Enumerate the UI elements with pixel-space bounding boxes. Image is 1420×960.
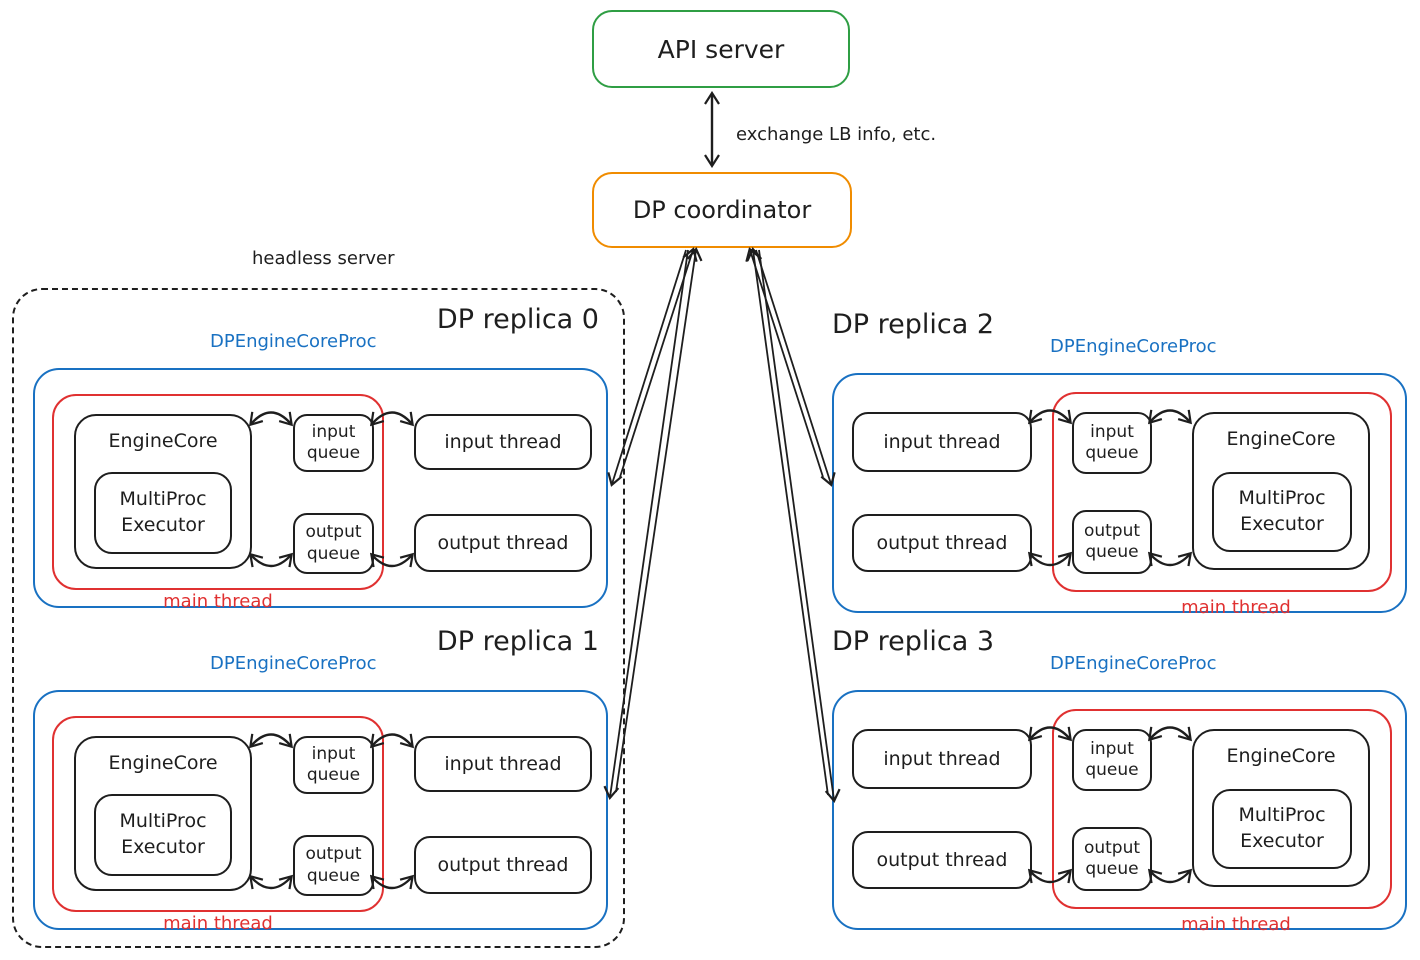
multiproc-executor-box: MultiProc Executor bbox=[94, 794, 232, 876]
input-queue-box: input queue bbox=[1072, 412, 1152, 474]
dp-engine-core-proc-label: DPEngineCoreProc bbox=[210, 331, 377, 352]
arrow-replica3-to-coord bbox=[753, 250, 829, 796]
main-thread-label: main thread bbox=[1181, 914, 1291, 935]
engine-core-label: EngineCore bbox=[108, 430, 218, 452]
engine-core-box: EngineCore MultiProc Executor bbox=[74, 736, 252, 891]
input-queue-box: input queue bbox=[1072, 729, 1152, 791]
main-thread-box bbox=[1052, 709, 1392, 909]
input-queue-box: input queue bbox=[293, 414, 374, 472]
output-thread-box: output thread bbox=[414, 514, 592, 572]
arrow-coord-to-replica2 bbox=[755, 249, 831, 484]
dp-engine-core-proc-box: input thread output thread input queue o… bbox=[832, 690, 1407, 935]
multiproc-line1: MultiProc bbox=[119, 488, 207, 511]
multiproc-executor-box: MultiProc Executor bbox=[1212, 789, 1352, 869]
headless-server-label: headless server bbox=[252, 248, 395, 269]
dp-engine-core-proc-label: DPEngineCoreProc bbox=[210, 653, 377, 674]
dp-engine-core-proc-box: EngineCore MultiProc Executor input queu… bbox=[33, 690, 608, 934]
engine-core-label: EngineCore bbox=[1226, 745, 1336, 767]
input-thread-box: input thread bbox=[852, 729, 1032, 789]
dp-engine-core-proc-box: input thread output thread input queue o… bbox=[832, 373, 1407, 618]
main-thread-label: main thread bbox=[1181, 597, 1291, 618]
dp-replica-1: DP replica 1 DPEngineCoreProc EngineCore… bbox=[33, 622, 609, 934]
multiproc-line1: MultiProc bbox=[1238, 804, 1326, 827]
replica-title: DP replica 2 bbox=[832, 309, 995, 340]
arrow-coord-to-replica3 bbox=[758, 249, 834, 800]
engine-core-box: EngineCore MultiProc Executor bbox=[74, 414, 252, 569]
dp-engine-core-proc-label: DPEngineCoreProc bbox=[1050, 336, 1217, 357]
dp-coordinator-label: DP coordinator bbox=[632, 196, 812, 224]
engine-core-label: EngineCore bbox=[1226, 428, 1336, 450]
api-server-node: API server bbox=[592, 10, 850, 88]
engine-core-box: EngineCore MultiProc Executor bbox=[1192, 412, 1370, 570]
dp-engine-core-proc-box: EngineCore MultiProc Executor input queu… bbox=[33, 368, 608, 612]
main-thread-label: main thread bbox=[163, 591, 273, 612]
dp-replica-0: DP replica 0 DPEngineCoreProc EngineCore… bbox=[33, 300, 609, 612]
output-queue-box: output queue bbox=[1072, 827, 1152, 891]
multiproc-executor-box: MultiProc Executor bbox=[94, 472, 232, 554]
output-queue-box: output queue bbox=[293, 513, 374, 574]
main-thread-box bbox=[52, 716, 384, 912]
arrow-replica0-to-coord bbox=[619, 250, 693, 478]
arrow-replica1-to-coord bbox=[615, 250, 696, 793]
multiproc-line2: Executor bbox=[1240, 830, 1324, 852]
output-queue-box: output queue bbox=[293, 835, 374, 896]
input-thread-box: input thread bbox=[414, 736, 592, 792]
replica-title: DP replica 3 bbox=[832, 626, 995, 657]
api-server-label: API server bbox=[657, 34, 785, 64]
engine-core-label: EngineCore bbox=[108, 752, 218, 774]
output-thread-box: output thread bbox=[414, 836, 592, 894]
arrow-replica2-to-coord bbox=[750, 250, 824, 478]
replica-title: DP replica 1 bbox=[436, 626, 599, 657]
output-thread-box: output thread bbox=[852, 831, 1032, 889]
main-thread-label: main thread bbox=[163, 913, 273, 934]
input-thread-box: input thread bbox=[852, 412, 1032, 472]
multiproc-line1: MultiProc bbox=[1238, 487, 1326, 510]
output-queue-box: output queue bbox=[1072, 510, 1152, 574]
multiproc-line2: Executor bbox=[121, 514, 205, 536]
input-thread-box: input thread bbox=[414, 414, 592, 470]
dp-replica-3: DP replica 3 DPEngineCoreProc input thre… bbox=[832, 622, 1408, 935]
dp-replica-2: DP replica 2 DPEngineCoreProc input thre… bbox=[832, 305, 1408, 618]
dp-coordinator-node: DP coordinator bbox=[592, 172, 852, 248]
replica-title: DP replica 0 bbox=[436, 304, 599, 335]
main-thread-box bbox=[52, 394, 384, 590]
input-queue-box: input queue bbox=[293, 736, 374, 794]
output-thread-box: output thread bbox=[852, 514, 1032, 572]
exchange-lb-label: exchange LB info, etc. bbox=[736, 124, 937, 145]
multiproc-line2: Executor bbox=[121, 836, 205, 858]
main-thread-box bbox=[1052, 392, 1392, 592]
multiproc-line2: Executor bbox=[1240, 513, 1324, 535]
multiproc-line1: MultiProc bbox=[119, 810, 207, 833]
engine-core-box: EngineCore MultiProc Executor bbox=[1192, 729, 1370, 887]
dp-engine-core-proc-label: DPEngineCoreProc bbox=[1050, 653, 1217, 674]
multiproc-executor-box: MultiProc Executor bbox=[1212, 472, 1352, 552]
